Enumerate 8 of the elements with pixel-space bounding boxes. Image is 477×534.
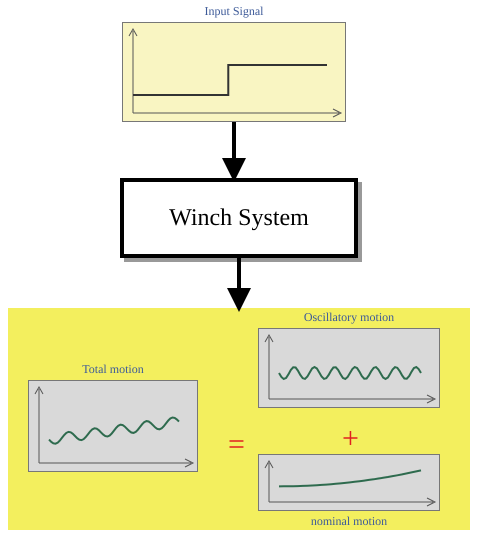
panel-background [8,308,470,530]
plot-title: Input Signal [204,4,264,19]
math-symbol: = [228,430,245,460]
math-symbol: + [342,424,359,454]
plot-title: Total motion [81,362,145,377]
plot-title: nominal motion [310,514,388,529]
plot-title: Oscillatory motion [302,310,396,325]
arrow [227,258,251,312]
